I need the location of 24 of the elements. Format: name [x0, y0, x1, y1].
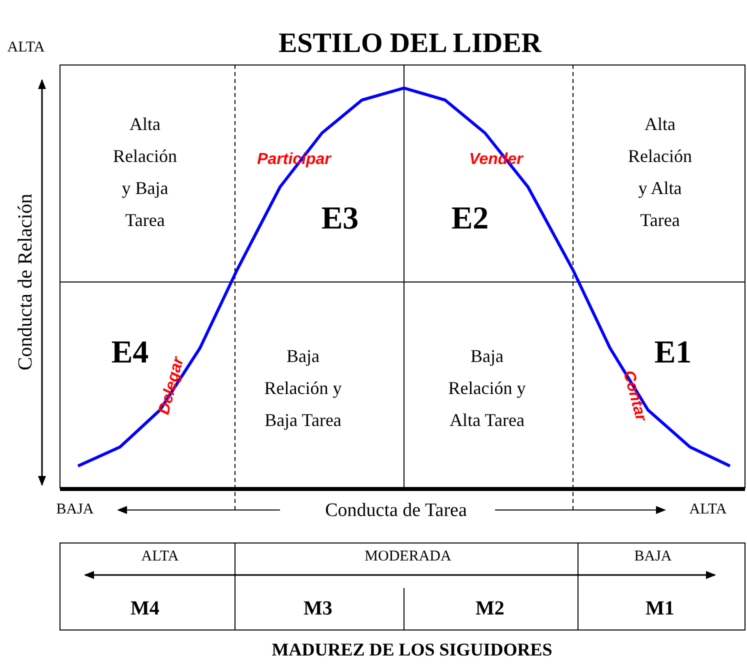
chart-title: ESTILO DEL LIDER [278, 28, 542, 60]
style-code: E2 [451, 200, 489, 236]
maturity-code: M3 [304, 598, 332, 620]
maturity-code: M4 [130, 598, 160, 620]
quadrant-description: Baja Relación y Alta Tarea [447, 345, 527, 432]
axis-title: Conducta de Tarea [325, 500, 467, 522]
style-code: E3 [321, 200, 359, 236]
quadrant-description: Baja Relación y Baja Tarea [263, 345, 343, 432]
maturity-code: M1 [646, 598, 674, 620]
style-label: Delegar [156, 355, 188, 417]
maturity-code: M2 [476, 598, 504, 620]
style-code: E1 [654, 334, 692, 370]
axis-label: BAJA [56, 502, 94, 518]
style-code: E4 [111, 334, 149, 370]
quadrant-description: Alta Relación y Alta Tarea [627, 113, 693, 232]
chart-caption: MADUREZ DE LOS SIGUIDORES [272, 640, 552, 660]
maturity-level: MODERADA [364, 548, 452, 566]
axis-label: ALTA [7, 40, 45, 56]
axis-label: ALTA [689, 502, 727, 518]
quadrant-description: Alta Relación y Baja Tarea [112, 113, 178, 232]
maturity-level: BAJA [634, 548, 672, 566]
axis-title: Conducta de Relación [14, 194, 38, 370]
style-label: Contar [618, 368, 650, 424]
maturity-level: ALTA [141, 548, 179, 566]
